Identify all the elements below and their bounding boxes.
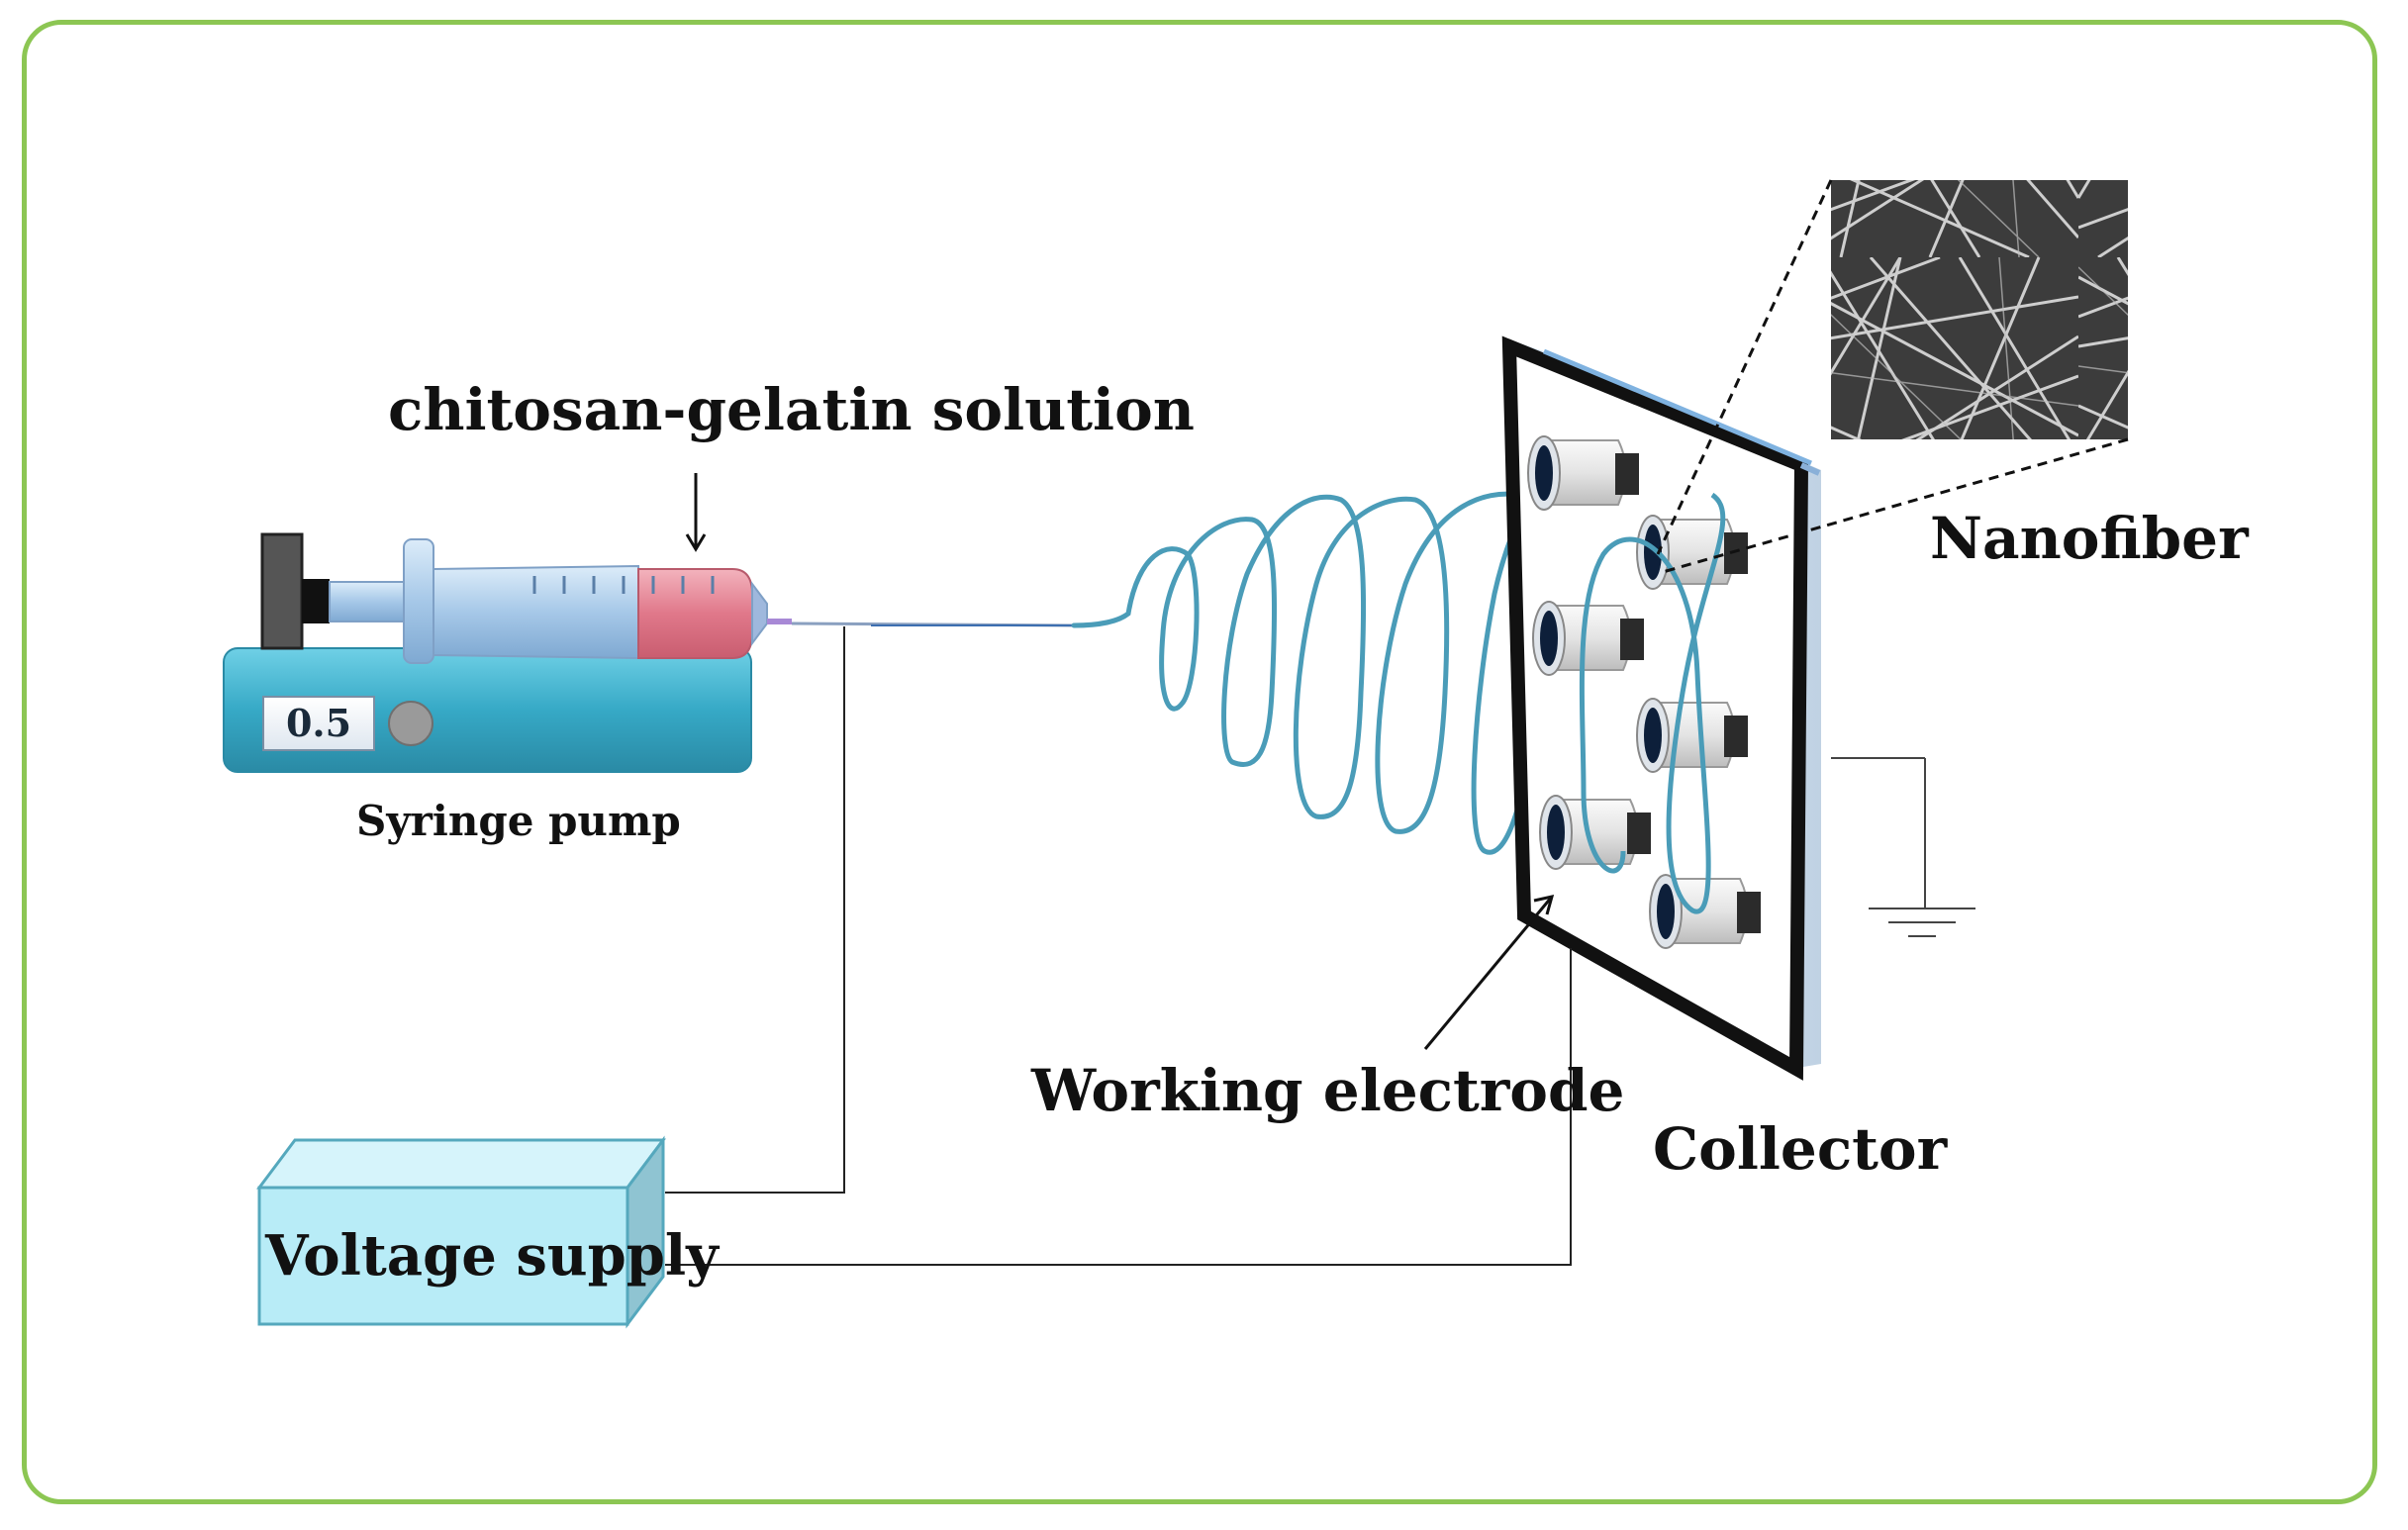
working-electrode-label: Working electrode	[1031, 1057, 1625, 1124]
electrode-3	[1532, 601, 1644, 676]
solution-arrow	[685, 473, 707, 552]
zoom-lines	[1656, 179, 2129, 574]
pump-clamp	[302, 579, 330, 623]
wires	[665, 626, 1572, 1266]
voltage-supply-label: Voltage supply	[265, 1223, 719, 1289]
nanofiber-label: Nanofiber	[1930, 505, 2249, 572]
electrode-6	[1649, 874, 1761, 949]
collector-label: Collector	[1653, 1115, 1948, 1183]
electrode-5	[1539, 795, 1651, 870]
pump-knob	[388, 701, 433, 746]
figure-frame	[22, 20, 2377, 1504]
syringe-liquid	[637, 568, 753, 659]
solution-label: chitosan-gelatin solution	[388, 376, 1195, 443]
syringe	[329, 538, 1075, 664]
nanofiber-image	[1831, 180, 2128, 439]
syringe-pump-label: Syringe pump	[356, 797, 681, 845]
electrode-1	[1527, 435, 1639, 511]
pump-rate-display: 0.5	[262, 696, 375, 751]
ground-icon	[1831, 757, 1975, 937]
pump-pusher	[260, 532, 304, 650]
voltage-supply	[256, 1135, 666, 1329]
working-electrode-arrow	[1423, 894, 1555, 1050]
fiber-over-plate	[1579, 492, 1726, 914]
